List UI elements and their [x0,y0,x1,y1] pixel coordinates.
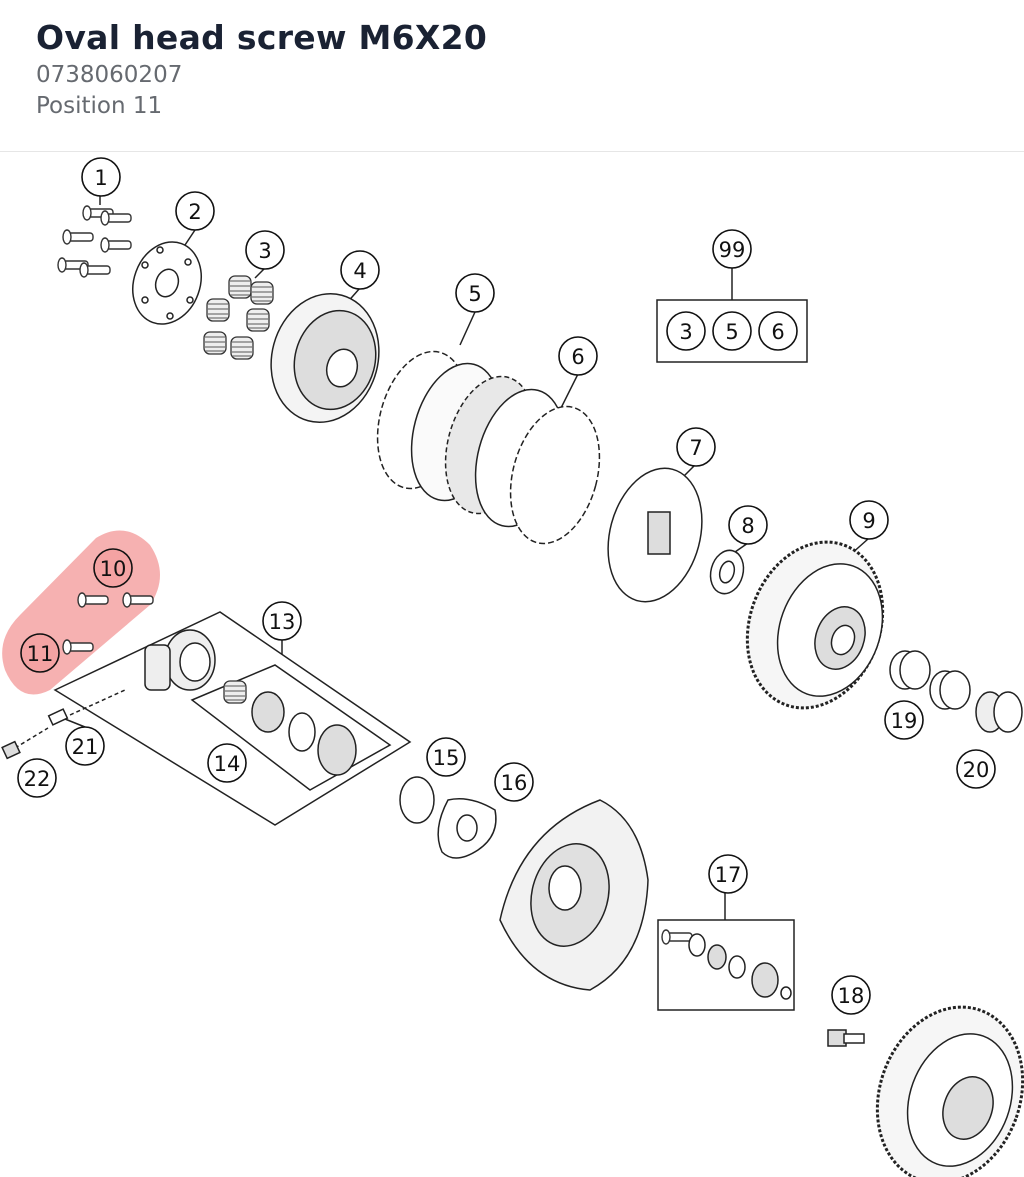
callout-17[interactable]: 17 [708,854,748,894]
callout-16[interactable]: 16 [494,762,534,802]
part-1-screws [57,205,132,278]
part-5-6-clutch-discs [376,350,601,545]
svg-text:17: 17 [715,863,742,887]
callout-3[interactable]: 3 [245,230,285,270]
part-8-washer [709,549,745,595]
callout-8[interactable]: 8 [728,505,768,545]
part-18-bolt [827,1029,865,1047]
part-number: 0738060207 [36,62,183,88]
svg-text:2: 2 [188,200,201,224]
part-title: Oval head screw M6X20 [36,18,488,57]
callout-13[interactable]: 13 [262,601,302,641]
svg-text:9: 9 [862,509,875,533]
svg-text:1: 1 [94,166,107,190]
kit-99-item-6[interactable]: 6 [758,311,798,351]
part-position: Position 11 [36,93,163,119]
callout-19[interactable]: 19 [884,700,924,740]
clutch-cover [499,799,649,991]
part-9-clutch-basket [745,540,885,710]
svg-text:20: 20 [963,758,990,782]
callout-21[interactable]: 21 [65,726,105,766]
part-4-inner-hub [270,292,380,424]
svg-text:8: 8 [741,514,754,538]
part-15-16-seals [399,776,497,859]
svg-text:6: 6 [771,320,784,344]
part-header: Oval head screw M6X20 0738060207 Positio… [0,0,1024,152]
callout-7[interactable]: 7 [676,427,716,467]
svg-text:13: 13 [269,610,296,634]
svg-text:22: 22 [24,767,51,791]
svg-text:15: 15 [433,746,460,770]
callout-20[interactable]: 20 [956,749,996,789]
exploded-parts-diagram: 1 2 3 4 5 6 7 8 9 10 11 13 14 15 16 17 1… [1,157,1024,1177]
part-13-assembly [53,611,412,826]
svg-text:14: 14 [214,752,241,776]
callout-22[interactable]: 22 [17,758,57,798]
callout-99[interactable]: 99 [712,229,752,269]
part-3-springs [203,275,274,360]
svg-text:7: 7 [689,436,702,460]
part-19-20-bushings [889,650,1023,733]
part-17-kit [657,919,795,1011]
callout-5[interactable]: 5 [455,273,495,313]
kit-99-item-5[interactable]: 5 [712,311,752,351]
callout-11[interactable]: 11 [20,633,60,673]
callout-6[interactable]: 6 [558,336,598,376]
part-21-22-fittings [1,689,126,760]
svg-text:18: 18 [838,984,865,1008]
part-2-plate [132,241,202,325]
svg-text:3: 3 [679,320,692,344]
svg-text:16: 16 [501,771,528,795]
svg-text:99: 99 [719,238,746,262]
svg-text:6: 6 [571,345,584,369]
svg-text:11: 11 [27,642,54,666]
svg-text:5: 5 [725,320,738,344]
svg-text:4: 4 [353,259,366,283]
callout-2[interactable]: 2 [175,191,215,231]
callout-10[interactable]: 10 [93,548,133,588]
primary-gear [875,1005,1024,1177]
kit-99-item-3[interactable]: 3 [666,311,706,351]
svg-text:10: 10 [100,557,127,581]
callout-4[interactable]: 4 [340,250,380,290]
callout-9[interactable]: 9 [849,500,889,540]
svg-text:19: 19 [891,709,918,733]
svg-text:3: 3 [258,239,271,263]
callout-18[interactable]: 18 [831,975,871,1015]
callout-1[interactable]: 1 [81,157,121,197]
part-7-pressure-plate [607,467,703,603]
svg-text:5: 5 [468,282,481,306]
callout-14[interactable]: 14 [207,743,247,783]
callout-15[interactable]: 15 [426,737,466,777]
svg-text:21: 21 [72,735,99,759]
